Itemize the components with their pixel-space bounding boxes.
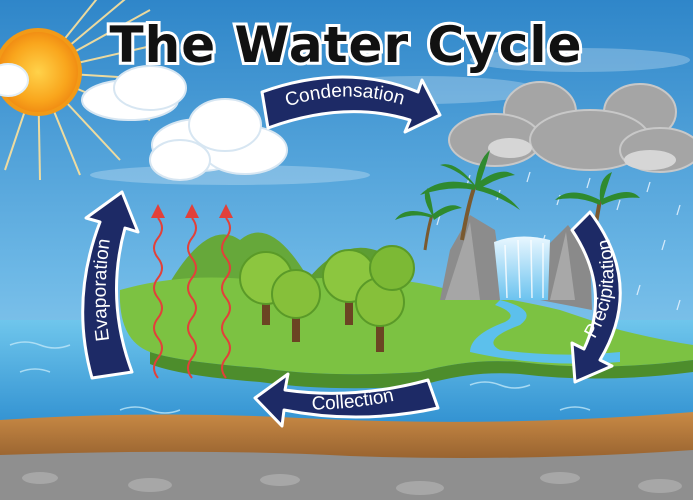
white-cloud-icon — [81, 65, 288, 181]
palm-tree-icon — [395, 150, 640, 261]
tree-icon — [239, 245, 415, 352]
vapor-arrow-icon — [153, 217, 231, 379]
rock-layer — [0, 450, 693, 500]
waterfall-icon — [440, 215, 592, 310]
precipitation-arrow — [570, 210, 622, 384]
sea-waves — [9, 341, 591, 414]
collection-arrow — [253, 372, 440, 428]
white-cloud-icon — [0, 63, 29, 97]
rain-cloud-icon — [448, 81, 693, 173]
rock-texture — [22, 472, 682, 495]
evaporation-label: Evaporation — [90, 237, 115, 342]
vapor-arrowheads — [151, 204, 233, 218]
evaporation-arrow — [81, 190, 140, 380]
sun-icon — [0, 0, 166, 181]
river — [470, 300, 620, 364]
condensation-arrow — [260, 75, 442, 134]
page-title: The Water Cycle — [110, 16, 583, 74]
